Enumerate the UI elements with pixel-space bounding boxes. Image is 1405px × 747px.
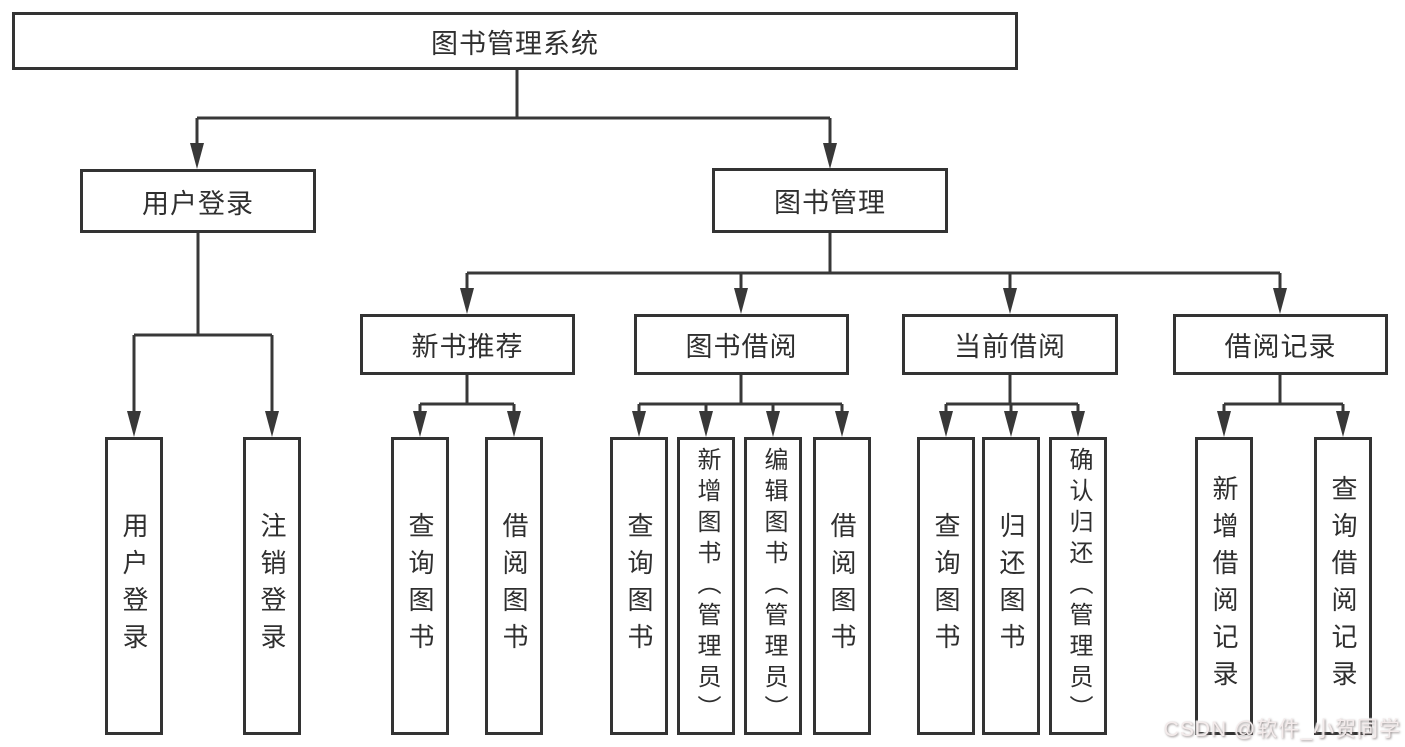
- leaf-borrow-books-recommend-label: 借阅图书: [499, 512, 529, 660]
- node-book-management: 图书管理: [712, 168, 948, 233]
- node-borrowing-records: 借阅记录: [1173, 314, 1388, 375]
- leaf-add-borrow-record-label: 新增借阅记录: [1209, 475, 1239, 697]
- leaf-confirm-return-admin: 确认归还（管理员）: [1049, 437, 1107, 735]
- node-new-book-recommendation: 新书推荐: [360, 314, 575, 375]
- leaf-add-borrow-record: 新增借阅记录: [1195, 437, 1253, 735]
- arrowheads: [127, 143, 1350, 437]
- leaf-borrow-books-recommend: 借阅图书: [485, 437, 543, 735]
- leaf-add-books-admin: 新增图书（管理员）: [677, 437, 735, 735]
- leaf-query-books-recommend-label: 查询图书: [405, 512, 435, 660]
- leaf-return-books-label: 归还图书: [996, 512, 1026, 660]
- leaf-logout: 注销登录: [243, 437, 301, 735]
- leaf-logout-label: 注销登录: [257, 512, 287, 660]
- leaf-user-login-label: 用户登录: [119, 512, 149, 660]
- leaf-user-login: 用户登录: [105, 437, 163, 735]
- connector-segments: [132, 70, 1345, 416]
- node-current-borrowing: 当前借阅: [902, 314, 1118, 375]
- leaf-query-books-recommend: 查询图书: [391, 437, 449, 735]
- leaf-query-borrow-record: 查询借阅记录: [1314, 437, 1372, 735]
- node-user-login-label: 用户登录: [142, 188, 254, 219]
- leaf-query-books-current-label: 查询图书: [931, 512, 961, 660]
- leaf-query-books-current: 查询图书: [917, 437, 975, 735]
- node-book-borrowing-label: 图书借阅: [685, 332, 798, 362]
- leaf-add-books-admin-label: 新增图书（管理员）: [693, 446, 720, 726]
- leaf-return-books: 归还图书: [982, 437, 1040, 735]
- leaf-query-books-borrowing: 查询图书: [610, 437, 668, 735]
- leaf-borrow-books-borrowing: 借阅图书: [813, 437, 871, 735]
- node-borrowing-records-label: 借阅记录: [1224, 332, 1337, 362]
- csdn-watermark: CSDN @软件_小贺同学: [1163, 718, 1401, 741]
- node-root-system: 图书管理系统: [12, 12, 1018, 70]
- leaf-query-borrow-record-label: 查询借阅记录: [1328, 475, 1358, 697]
- node-book-management-label: 图书管理: [774, 188, 886, 218]
- leaf-confirm-return-admin-label: 确认归还（管理员）: [1065, 446, 1092, 726]
- node-user-login: 用户登录: [80, 169, 316, 233]
- leaf-query-books-borrowing-label: 查询图书: [624, 512, 654, 660]
- leaf-edit-books-admin-label: 编辑图书（管理员）: [760, 446, 787, 726]
- leaf-borrow-books-borrowing-label: 借阅图书: [827, 512, 857, 660]
- leaf-edit-books-admin: 编辑图书（管理员）: [744, 437, 802, 735]
- node-new-book-recommendation-label: 新书推荐: [411, 332, 524, 362]
- node-root-label: 图书管理系统: [431, 28, 599, 59]
- node-current-borrowing-label: 当前借阅: [954, 332, 1066, 362]
- node-book-borrowing: 图书借阅: [634, 314, 849, 375]
